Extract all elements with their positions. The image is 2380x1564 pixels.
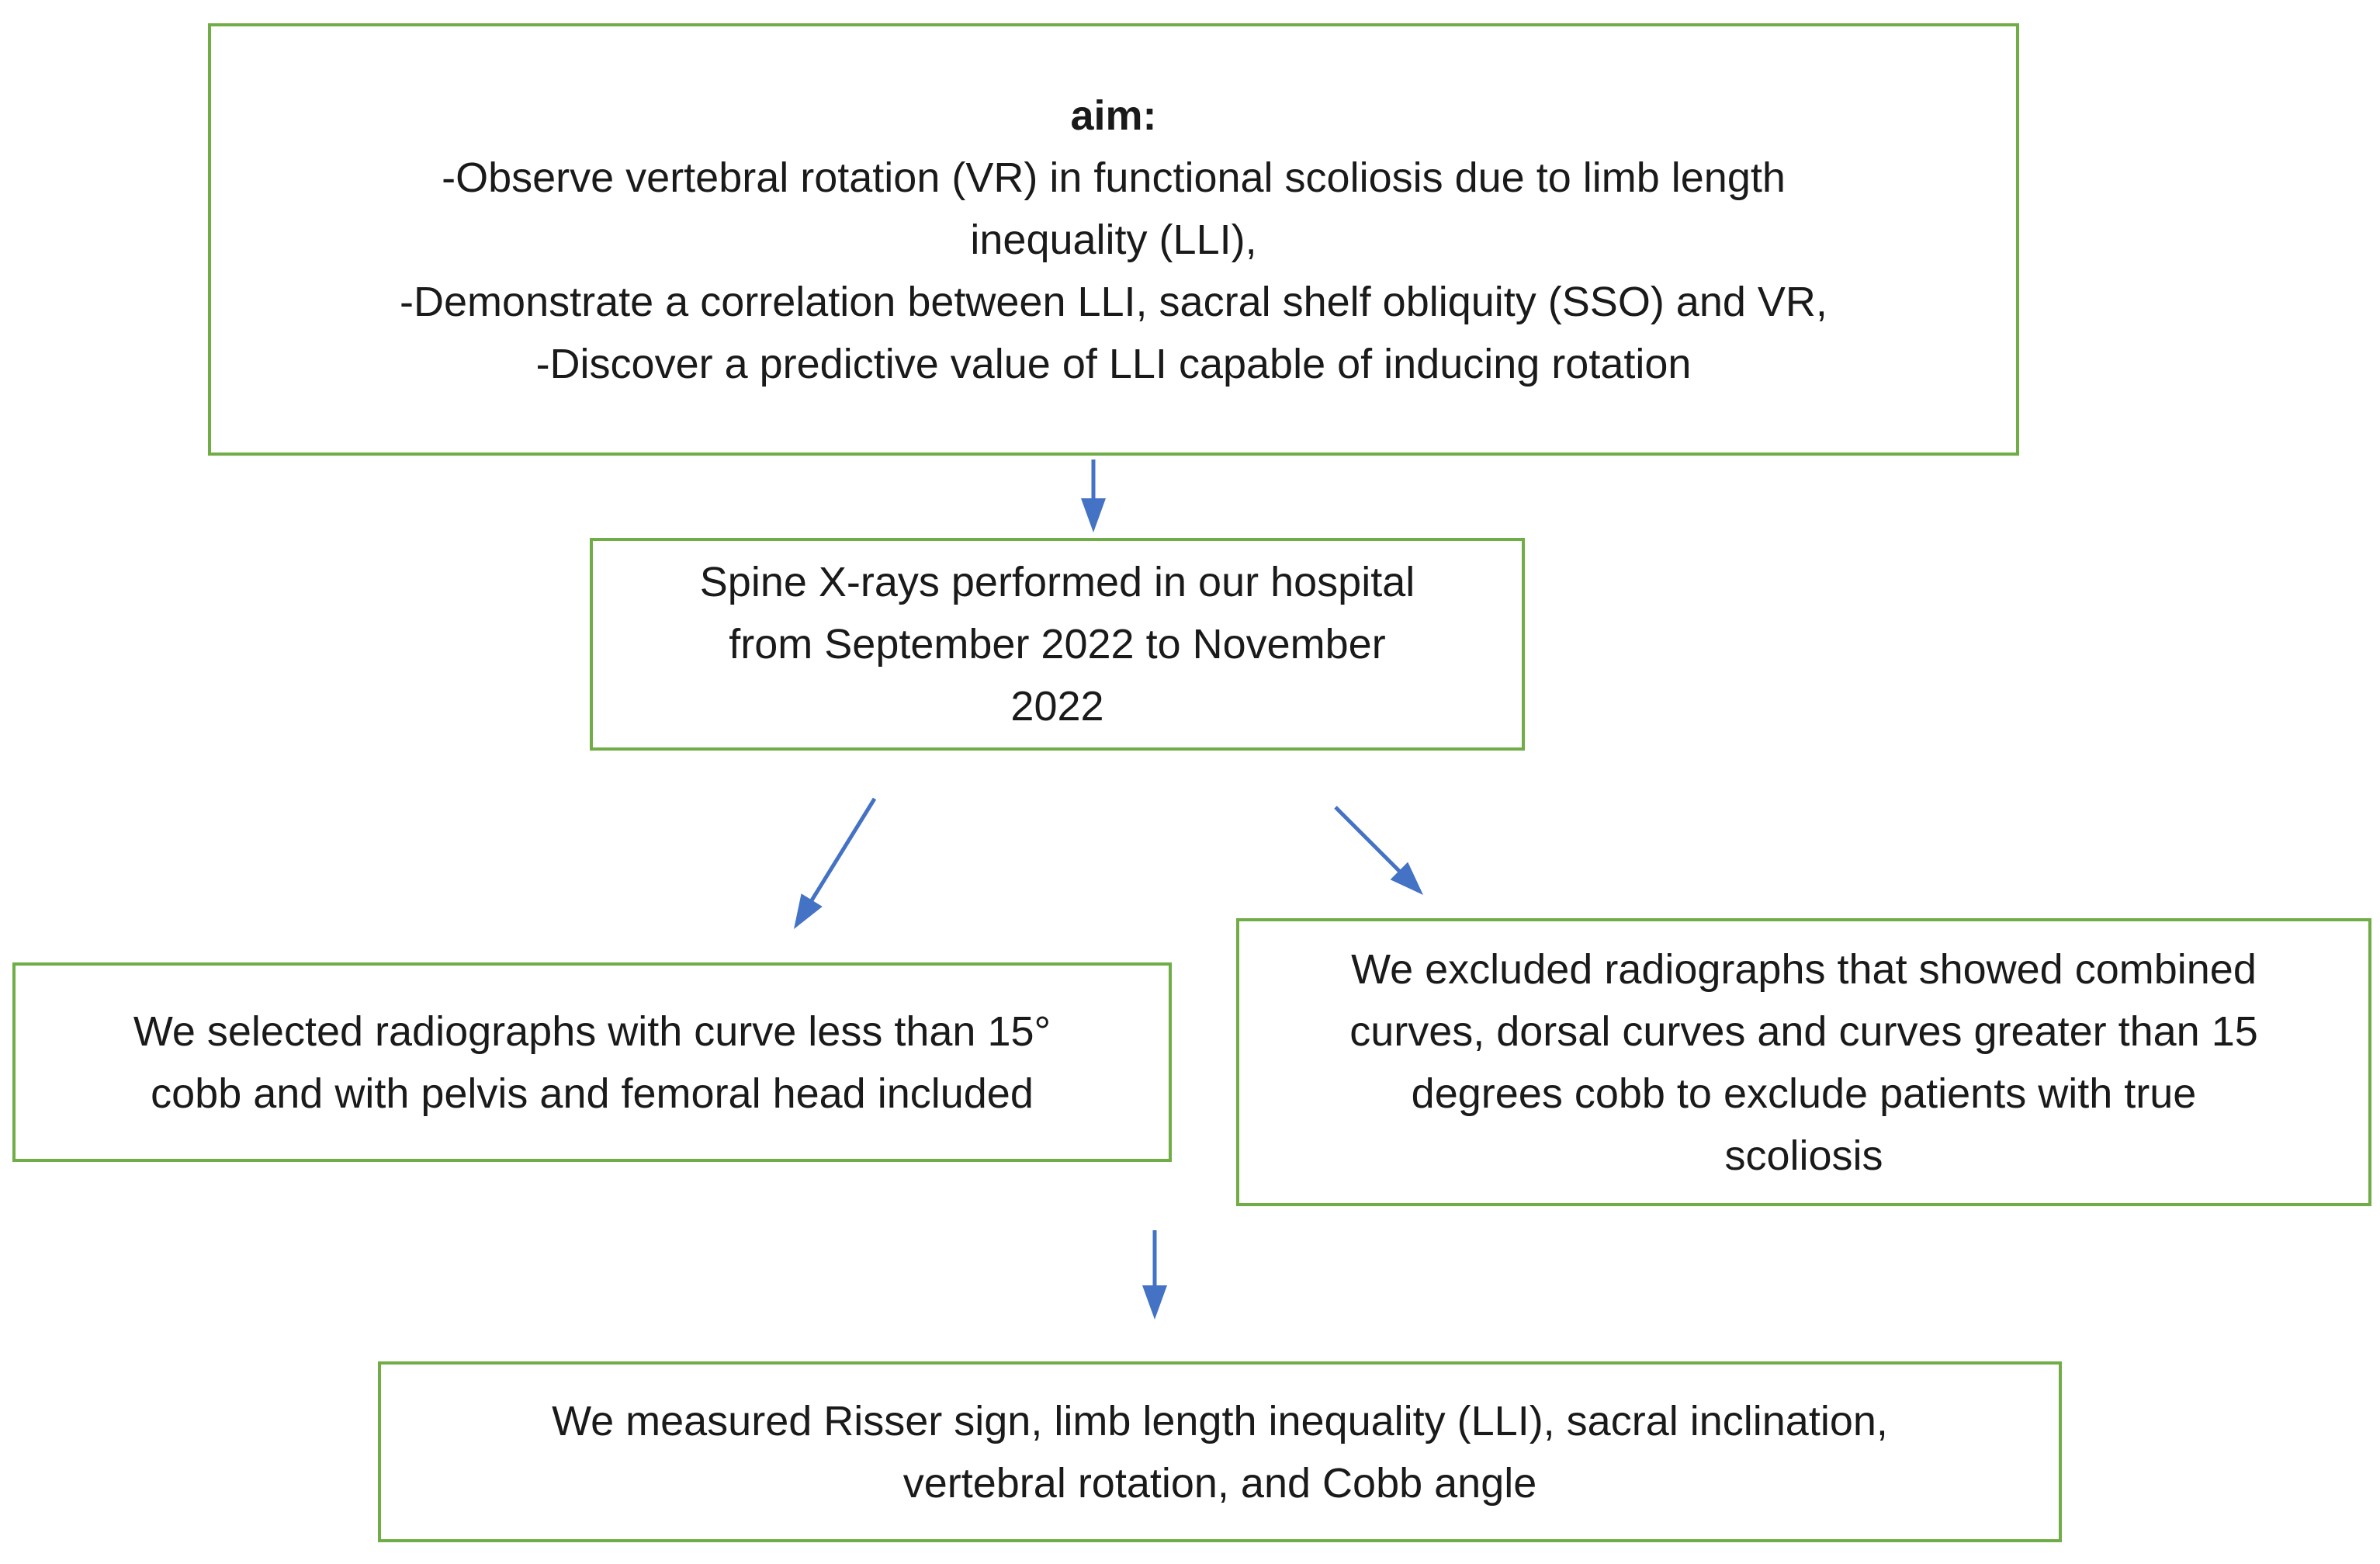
xray-box-line: 2022 xyxy=(1010,683,1104,730)
aim-box: aim: -Observe vertebral rotation (VR) in… xyxy=(208,23,2019,456)
excluded-box: We excluded radiographs that showed comb… xyxy=(1236,918,2371,1206)
xray-box-line: Spine X-rays performed in our hospital xyxy=(699,559,1415,605)
aim-box-line: -Observe vertebral rotation (VR) in func… xyxy=(442,154,1786,201)
selected-box-line: cobb and with pelvis and femoral head in… xyxy=(151,1070,1034,1117)
excluded-box-line: scoliosis xyxy=(1724,1132,1883,1179)
arrow-selected-to-measured-icon xyxy=(1142,1230,1167,1320)
excluded-box-line: We excluded radiographs that showed comb… xyxy=(1351,945,2257,993)
aim-box-line: -Demonstrate a correlation between LLI, … xyxy=(400,278,1827,325)
excluded-box-line: curves, dorsal curves and curves greater… xyxy=(1349,1007,2258,1055)
arrow-aim-to-xrays-icon xyxy=(1081,459,1106,532)
measured-box-line: vertebral rotation, and Cobb angle xyxy=(902,1459,1537,1507)
arrow-xrays-to-selected-icon xyxy=(794,797,877,929)
aim-box-title: aim: xyxy=(1070,92,1157,139)
selected-box-line: We selected radiographs with curve less … xyxy=(133,1007,1051,1055)
measured-box-line: We measured Risser sign, limb length ine… xyxy=(552,1397,1888,1444)
aim-box-line: inequality (LLI), xyxy=(970,216,1257,263)
xray-box: Spine X-rays performed in our hospital f… xyxy=(590,538,1525,751)
arrow-xrays-to-excluded-icon xyxy=(1334,806,1423,895)
aim-box-line: -Discover a predictive value of LLI capa… xyxy=(535,340,1692,387)
measured-box: We measured Risser sign, limb length ine… xyxy=(378,1361,2062,1542)
xray-box-line: from September 2022 to November xyxy=(729,621,1386,668)
excluded-box-line: degrees cobb to exclude patients with tr… xyxy=(1411,1070,2197,1117)
selected-box: We selected radiographs with curve less … xyxy=(12,962,1172,1162)
